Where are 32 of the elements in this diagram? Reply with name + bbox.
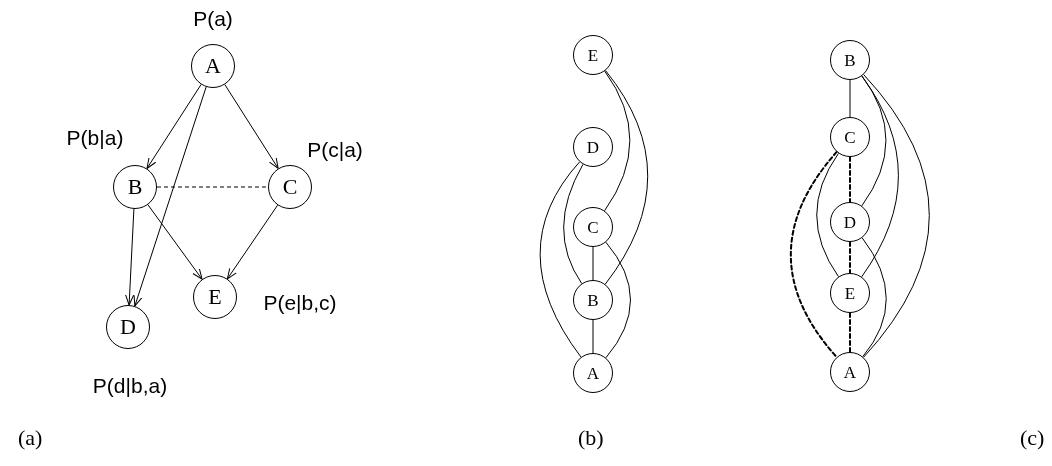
probability-label: P(a) bbox=[193, 7, 233, 29]
connector-line bbox=[604, 70, 649, 285]
connector-line bbox=[592, 246, 594, 281]
connector-line bbox=[226, 204, 279, 280]
probability-label: P(c|a) bbox=[307, 138, 363, 160]
connector-line bbox=[156, 186, 269, 188]
connector-line bbox=[146, 84, 202, 169]
connector-line bbox=[125, 208, 135, 306]
connector-line bbox=[861, 75, 899, 278]
connector-line bbox=[863, 74, 930, 358]
connector-line bbox=[861, 237, 887, 358]
connector-line bbox=[861, 75, 887, 207]
connector-line bbox=[147, 204, 203, 280]
connector-line bbox=[849, 79, 851, 118]
panel-label: (b) bbox=[578, 427, 604, 449]
panel-label: (c) bbox=[1020, 427, 1045, 449]
panel-label: (a) bbox=[18, 427, 43, 449]
probability-label: P(b|a) bbox=[66, 126, 124, 148]
connector-line bbox=[604, 70, 631, 212]
connector-line bbox=[849, 312, 851, 353]
connector-line bbox=[849, 156, 851, 203]
connector-line bbox=[605, 241, 631, 359]
probability-label: P(d|b,a) bbox=[92, 374, 168, 396]
connector-line bbox=[592, 319, 594, 354]
connector-line bbox=[224, 84, 279, 169]
connector-line bbox=[789, 150, 838, 359]
connector-line bbox=[133, 86, 207, 307]
connector-line bbox=[563, 163, 584, 284]
connector-line bbox=[539, 161, 582, 358]
probability-label: P(e|b,c) bbox=[263, 291, 337, 313]
connector-line bbox=[849, 241, 851, 274]
connector-line bbox=[816, 152, 839, 278]
